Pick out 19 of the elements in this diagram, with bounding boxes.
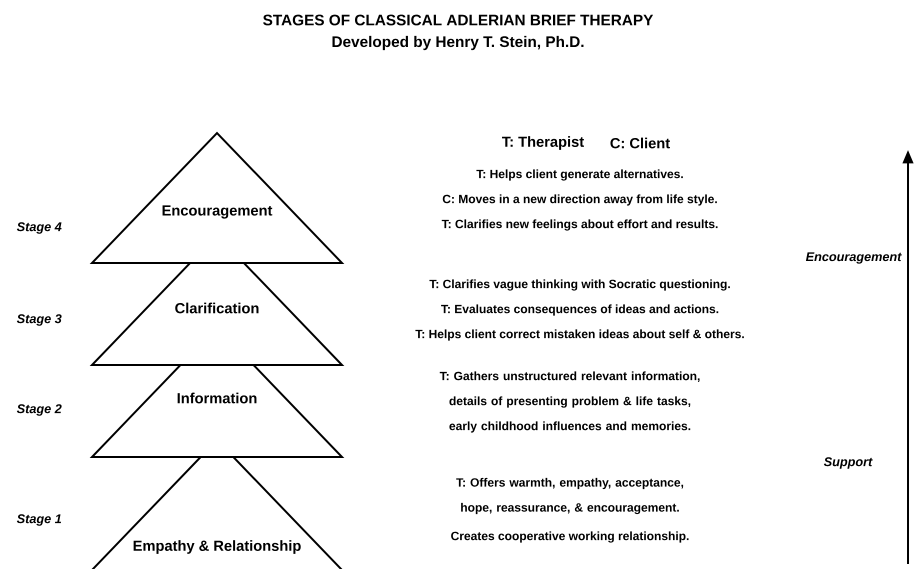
key-text: C: Client bbox=[610, 138, 670, 148]
description-text: T: Clarifies new feelings about effort and results. bbox=[442, 219, 718, 231]
subtitle: Developed by Henry T. Stein, Ph.D. bbox=[332, 36, 584, 50]
description-text: T: Offers warmth, empathy, acceptance, hope, reassurance, & encouragement. bbox=[456, 478, 684, 514]
description-text: T: Gathers unstructured relevant information, details of presenting problem & life tasks, early childhood influences and memories. bbox=[440, 371, 700, 433]
axis-label: Support bbox=[824, 457, 873, 469]
title: STAGES OF CLASSICAL ADLERIAN BRIEF THERAPY bbox=[263, 14, 654, 26]
description-text: C: Moves in a new direction away from life style. bbox=[442, 194, 717, 206]
description-text: Creates cooperative working relationship. bbox=[451, 531, 689, 543]
description-text: T: Helps client generate alternatives. bbox=[476, 169, 683, 181]
description-text: T: Clarifies vague thinking with Socratic questioning. bbox=[429, 279, 730, 291]
description-text: T: Evaluates consequences of ideas and actions. bbox=[441, 304, 718, 316]
key-text: T: Therapist bbox=[502, 136, 584, 150]
stage-label: Stage 3 bbox=[16, 314, 62, 326]
stage-label: Stage 4 bbox=[16, 222, 62, 234]
stage-label: Stage 2 bbox=[16, 404, 62, 416]
stage-label: Stage 1 bbox=[16, 514, 62, 526]
description-text: T: Helps client correct mistaken ideas about self & others. bbox=[415, 329, 744, 341]
axis-label: Encouragement bbox=[806, 252, 902, 264]
